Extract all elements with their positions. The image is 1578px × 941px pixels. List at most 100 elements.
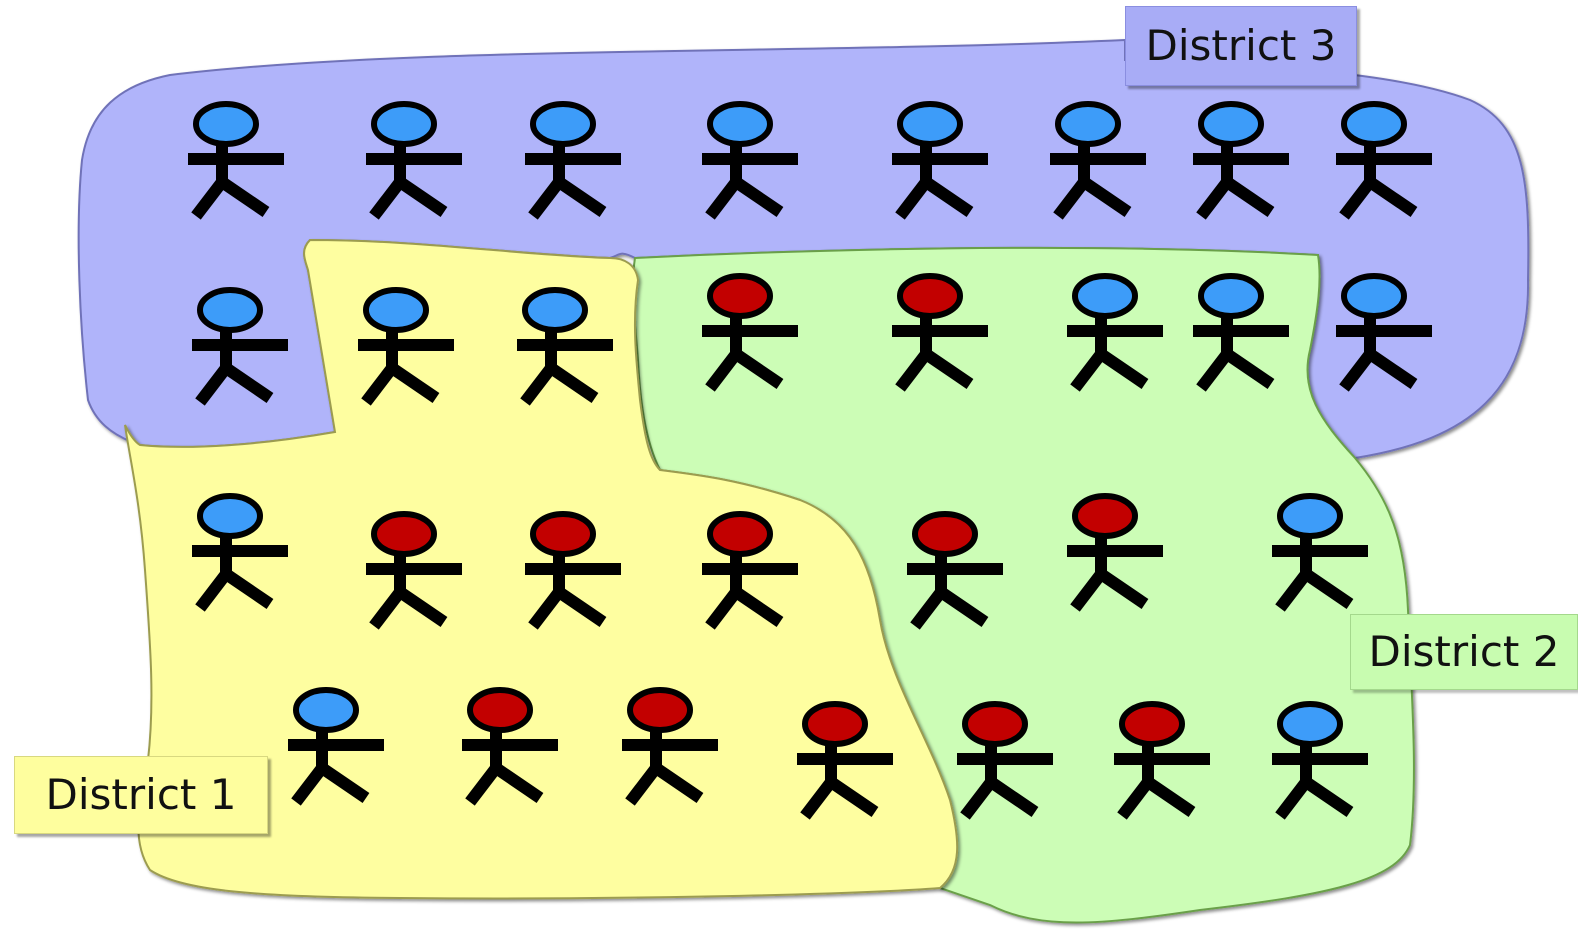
voter-red-icon <box>957 701 1053 820</box>
voter-leg-left <box>369 178 405 220</box>
voter-blue-icon <box>1336 101 1432 220</box>
voter-head <box>293 687 359 733</box>
voter-red-icon <box>702 273 798 392</box>
voter-leg-right <box>922 177 974 217</box>
voter-blue-icon <box>1193 273 1289 392</box>
voter-blue-icon <box>192 287 288 406</box>
voter-head <box>522 287 588 333</box>
district-3-label: District 3 <box>1125 6 1357 86</box>
voters-layer <box>188 101 1432 820</box>
voter-red-icon <box>1067 493 1163 612</box>
voter-head <box>1072 493 1138 539</box>
voter-leg-left <box>800 778 836 820</box>
voter-leg-right <box>827 777 879 817</box>
voter-leg-right <box>1302 569 1354 609</box>
voter-leg-left <box>910 588 946 630</box>
voter-blue-icon <box>1193 101 1289 220</box>
voter-leg-right <box>1366 349 1418 389</box>
voter-leg-right <box>732 587 784 627</box>
voter-red-icon <box>1114 701 1210 820</box>
voter-head <box>627 687 693 733</box>
voter-head <box>363 287 429 333</box>
voter-red-icon <box>525 511 621 630</box>
voter-head <box>1198 101 1264 147</box>
voter-leg-left <box>1070 570 1106 612</box>
voter-leg-left <box>195 570 231 612</box>
voter-head <box>193 101 259 147</box>
voter-blue-icon <box>288 687 384 806</box>
voter-head <box>371 101 437 147</box>
voter-leg-right <box>987 777 1039 817</box>
voter-leg-right <box>1223 177 1275 217</box>
voter-blue-icon <box>1050 101 1146 220</box>
voter-blue-icon <box>892 101 988 220</box>
voter-leg-right <box>396 177 448 217</box>
voter-blue-icon <box>366 101 462 220</box>
voter-leg-left <box>528 588 564 630</box>
voter-leg-left <box>895 178 931 220</box>
voter-leg-right <box>1097 349 1149 389</box>
voter-leg-left <box>465 764 501 806</box>
voter-leg-right <box>1223 349 1275 389</box>
voter-head <box>707 101 773 147</box>
voter-head <box>802 701 868 747</box>
voter-head <box>530 101 596 147</box>
voter-red-icon <box>892 273 988 392</box>
voter-head <box>197 287 263 333</box>
voter-leg-right <box>1144 777 1196 817</box>
voter-leg-right <box>652 763 704 803</box>
voter-blue-icon <box>517 287 613 406</box>
voter-leg-left <box>705 178 741 220</box>
voter-leg-right <box>396 587 448 627</box>
voter-leg-left <box>1275 570 1311 612</box>
district-1-label: District 1 <box>14 756 268 834</box>
voter-leg-left <box>705 350 741 392</box>
voter-blue-icon <box>192 493 288 612</box>
voter-head <box>897 101 963 147</box>
voter-head <box>707 511 773 557</box>
voter-red-icon <box>622 687 718 806</box>
voter-leg-right <box>732 177 784 217</box>
voter-head <box>1277 701 1343 747</box>
voter-blue-icon <box>358 287 454 406</box>
voter-leg-left <box>195 364 231 406</box>
voter-red-icon <box>797 701 893 820</box>
voter-leg-right <box>218 177 270 217</box>
voter-leg-right <box>922 349 974 389</box>
voter-blue-icon <box>1067 273 1163 392</box>
voter-leg-left <box>520 364 556 406</box>
voter-blue-icon <box>702 101 798 220</box>
voter-head <box>897 273 963 319</box>
voter-leg-left <box>1275 778 1311 820</box>
voter-head <box>707 273 773 319</box>
voter-head <box>530 511 596 557</box>
voter-leg-left <box>960 778 996 820</box>
voter-head <box>1341 101 1407 147</box>
voter-leg-right <box>222 569 274 609</box>
voter-blue-icon <box>525 101 621 220</box>
voter-leg-right <box>555 587 607 627</box>
voter-leg-left <box>705 588 741 630</box>
voter-blue-icon <box>1336 273 1432 392</box>
voter-leg-right <box>547 363 599 403</box>
voter-leg-left <box>1339 350 1375 392</box>
voter-leg-right <box>388 363 440 403</box>
voter-head <box>1277 493 1343 539</box>
voter-red-icon <box>702 511 798 630</box>
voter-leg-right <box>1080 177 1132 217</box>
voter-leg-left <box>625 764 661 806</box>
voter-leg-right <box>1097 569 1149 609</box>
voter-head <box>1072 273 1138 319</box>
voter-leg-left <box>1070 350 1106 392</box>
voter-head <box>197 493 263 539</box>
voter-leg-right <box>555 177 607 217</box>
voter-leg-left <box>361 364 397 406</box>
voter-head <box>371 511 437 557</box>
voter-leg-right <box>492 763 544 803</box>
voter-head <box>1198 273 1264 319</box>
voter-blue-icon <box>1272 701 1368 820</box>
voter-leg-left <box>1196 350 1232 392</box>
voter-head <box>1341 273 1407 319</box>
